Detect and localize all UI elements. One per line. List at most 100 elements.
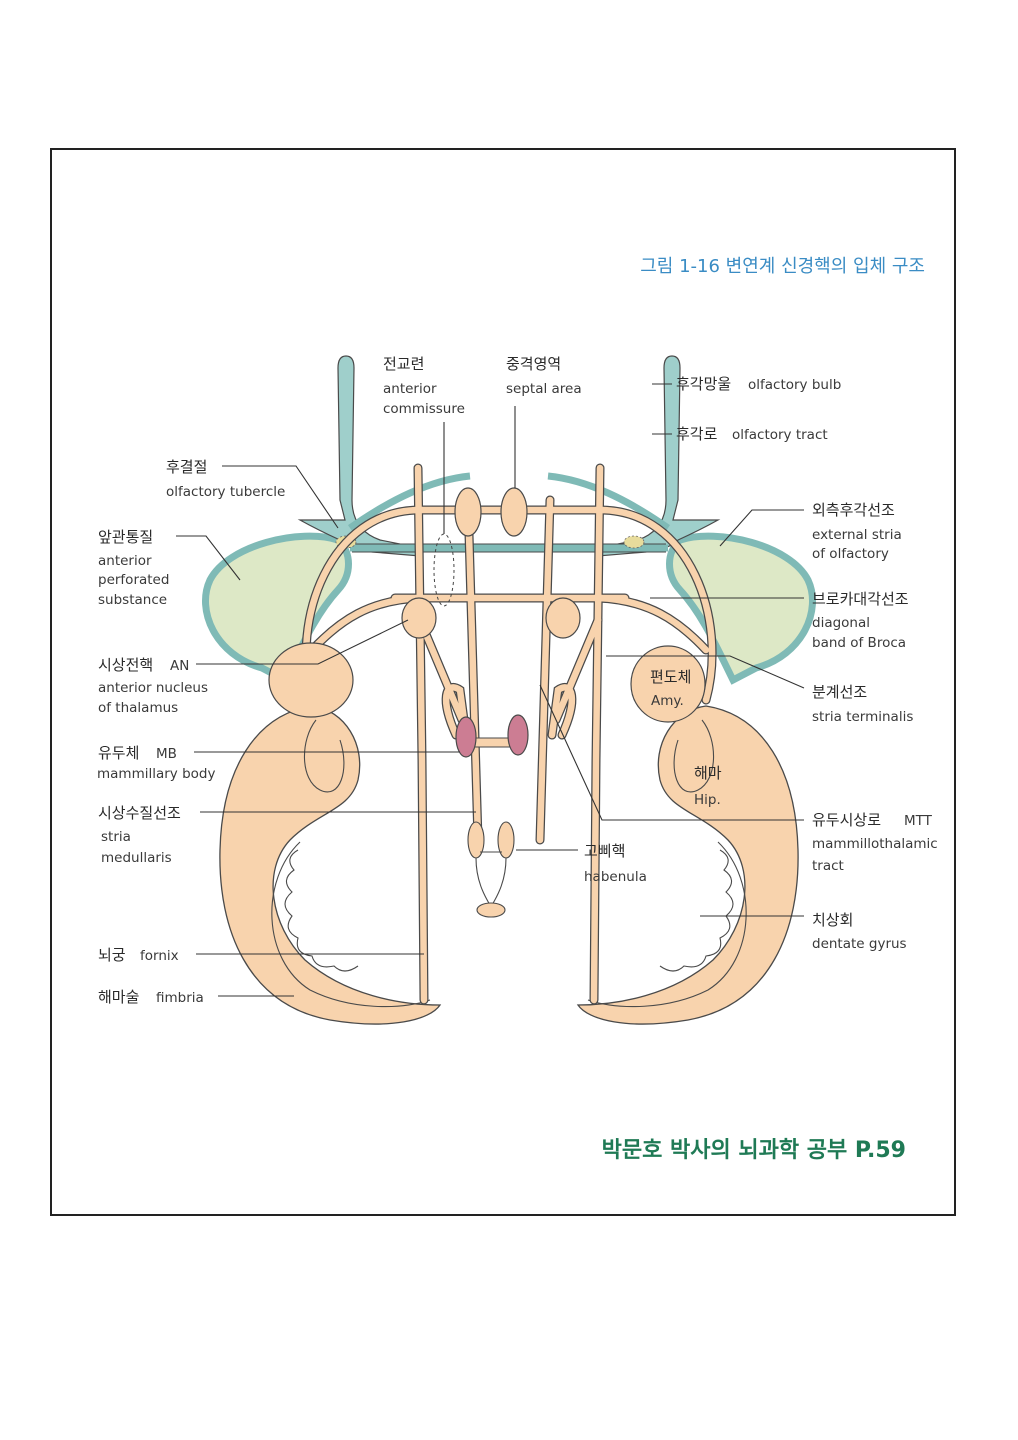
svg-text:anterior: anterior [98,553,152,569]
left-septal-nucleus [454,487,482,537]
label-anterior-perforated: 앞관통질 anterior perforated substance [98,528,169,608]
svg-text:시상전핵: 시상전핵 [98,656,153,674]
left-hippocampus-shape [219,705,442,1025]
right-dentate-gyrus [659,849,734,972]
svg-text:mammillary body: mammillary body [97,766,215,782]
right-hippocampus-shape [576,705,799,1025]
svg-text:후각로: 후각로 [676,425,718,443]
left-fornix-arc [303,719,345,793]
svg-text:fornix: fornix [140,948,179,964]
svg-text:Amy.: Amy. [651,693,684,709]
svg-text:anterior: anterior [383,381,437,397]
label-hippocampus: 해마 Hip. [694,764,722,808]
svg-text:habenula: habenula [584,869,647,885]
svg-text:septal area: septal area [506,381,582,397]
svg-text:외측후각선조: 외측후각선조 [812,501,895,519]
svg-text:of thalamus: of thalamus [98,700,178,716]
label-fimbria: 해마술 fimbria [98,988,204,1006]
label-stria-terminalis: 분계선조 stria terminalis [812,683,913,725]
label-olfactory-tract: 후각로 olfactory tract [676,425,828,443]
svg-text:tract: tract [812,858,844,874]
anatomy-drawing [202,355,816,1025]
svg-text:commissure: commissure [383,401,465,417]
right-fornix-arc [673,719,715,793]
leader-lines [176,383,805,997]
svg-text:시상수질선조: 시상수질선조 [98,804,181,822]
svg-text:of olfactory: of olfactory [812,546,889,562]
right-fimbria-curve [587,841,747,1008]
olfactory-stria-arc-left [347,472,471,531]
svg-text:분계선조: 분계선조 [812,683,867,701]
svg-text:해마술: 해마술 [98,988,139,1006]
left-habenula [467,821,485,859]
left-perforated-substance [202,532,352,685]
svg-text:stria terminalis: stria terminalis [812,709,913,725]
right-perforated-substance [666,532,816,685]
svg-text:치상회: 치상회 [812,911,853,929]
svg-text:후결절: 후결절 [166,458,207,476]
label-mammillary-body: 유두체 MB mammillary body [97,744,215,782]
svg-text:해마: 해마 [694,764,722,782]
left-anterior-small-nucleus [401,597,437,639]
svg-text:유두시상로: 유두시상로 [812,811,881,829]
svg-text:olfactory bulb: olfactory bulb [748,377,841,393]
svg-text:mammillothalamic: mammillothalamic [812,836,938,852]
label-septal-area: 중격영역 septal area [506,355,582,397]
svg-text:뇌궁: 뇌궁 [98,946,126,964]
label-dentate-gyrus: 치상회 dentate gyrus [812,911,907,952]
svg-text:dentate gyrus: dentate gyrus [812,936,907,952]
svg-text:전교련: 전교련 [383,355,424,373]
left-mammillary-body [455,716,477,758]
svg-text:MTT: MTT [904,813,933,829]
left-fimbria-curve [271,841,431,1008]
anterior-commissure-outline [433,533,455,607]
label-fornix: 뇌궁 fornix [98,946,179,964]
svg-text:AN: AN [170,658,189,674]
olfactory-bridge-outline [352,543,666,553]
svg-text:앞관통질: 앞관통질 [98,528,153,546]
svg-text:olfactory tubercle: olfactory tubercle [166,484,285,500]
svg-text:Hip.: Hip. [694,792,721,808]
svg-text:stria: stria [101,829,131,845]
right-septal-nucleus [500,487,528,537]
svg-text:브로카대각선조: 브로카대각선조 [812,590,909,608]
left-olfactory-tract [297,355,421,557]
anterior-nucleus-thalamus [268,642,354,718]
label-anterior-nucleus: 시상전핵 AN anterior nucleus of thalamus [98,656,208,716]
figure-frame [50,148,956,1216]
label-diagonal-band: 브로카대각선조 diagonal band of Broca [812,590,909,651]
label-stria-medullaris: 시상수질선조 stria medullaris [98,804,181,866]
label-external-stria: 외측후각선조 external stria of olfactory [812,501,902,562]
source-caption: 박문호 박사의 뇌과학 공부 P.59 [602,1138,906,1163]
svg-text:medullaris: medullaris [101,850,172,866]
label-mtt: 유두시상로 MTT mammillothalamic tract [812,811,938,874]
right-habenula [497,821,515,859]
left-dentate-gyrus [284,849,359,972]
right-olfactory-tract [597,355,721,557]
right-anterior-small-nucleus [545,597,581,639]
svg-text:perforated: perforated [98,572,169,588]
figure-title: 그림 1-16 변연계 신경핵의 입체 구조 [640,256,925,277]
svg-text:고삐핵: 고삐핵 [584,842,625,860]
svg-text:후각망울: 후각망울 [676,375,731,393]
svg-text:MB: MB [156,746,177,762]
svg-text:편도체: 편도체 [650,668,691,686]
label-amygdala: 편도체 Amy. [650,668,691,709]
svg-text:유두체: 유두체 [98,744,139,762]
svg-text:anterior nucleus: anterior nucleus [98,680,208,696]
label-habenula: 고삐핵 habenula [584,842,647,885]
habenula-connectors [475,851,507,906]
label-anterior-commissure: 전교련 anterior commissure [383,355,465,417]
svg-text:substance: substance [98,592,167,608]
olfactory-stria-arc-right [547,472,671,531]
svg-text:diagonal: diagonal [812,615,870,631]
label-olfactory-bulb: 후각망울 olfactory bulb [676,375,841,393]
pineal-gland [476,902,506,918]
label-olfactory-tubercle: 후결절 olfactory tubercle [166,458,285,500]
amygdala [630,645,706,723]
svg-text:fimbria: fimbria [156,990,204,1006]
svg-text:band of Broca: band of Broca [812,635,906,651]
right-mammillary-body [507,714,529,756]
svg-text:olfactory tract: olfactory tract [732,427,828,443]
